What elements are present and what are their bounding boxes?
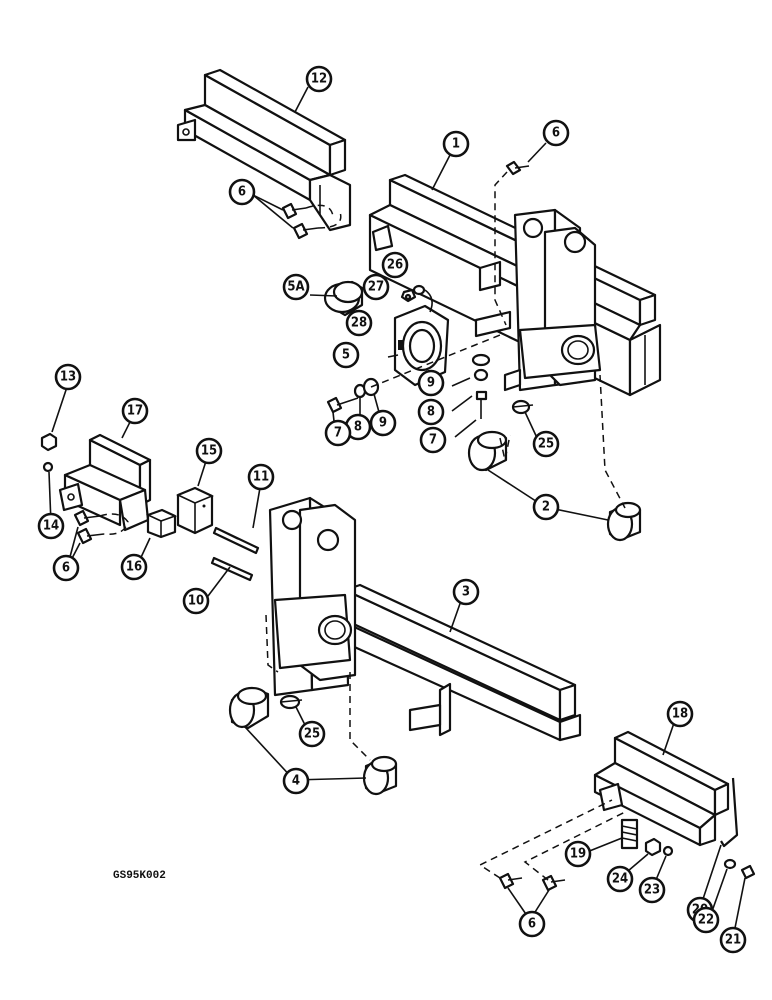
- svg-text:14: 14: [43, 519, 59, 534]
- svg-text:15: 15: [201, 444, 217, 459]
- callout-17: 17: [121, 397, 149, 425]
- svg-text:21: 21: [725, 933, 741, 948]
- callout-15: 15: [195, 437, 223, 465]
- part-2-bushings: [467, 374, 642, 542]
- clip-25-upper: [511, 399, 534, 415]
- svg-text:4: 4: [292, 774, 300, 789]
- drawing-code-label: GS95K002: [113, 870, 166, 882]
- callout-25: 25: [532, 430, 560, 458]
- svg-text:9: 9: [379, 416, 387, 431]
- svg-text:19: 19: [570, 847, 586, 862]
- svg-text:27: 27: [368, 280, 384, 295]
- callout-6: 6: [542, 119, 570, 147]
- svg-text:25: 25: [538, 437, 554, 452]
- callout-3: 3: [452, 578, 480, 606]
- part-3-lower-axle-beam: [265, 496, 582, 761]
- callout-26: 26: [381, 251, 409, 279]
- part-5-flange-bearing: [393, 304, 450, 387]
- callout-16: 16: [120, 553, 148, 581]
- svg-text:6: 6: [238, 185, 246, 200]
- svg-text:1: 1: [452, 137, 460, 152]
- svg-text:10: 10: [188, 594, 204, 609]
- svg-text:17: 17: [127, 404, 143, 419]
- part-12-extension-beam: [176, 68, 352, 232]
- svg-text:28: 28: [351, 316, 367, 331]
- part-5a-bushing: [323, 280, 364, 317]
- callout-9: 9: [369, 409, 397, 437]
- clip-25-lower: [279, 694, 303, 710]
- callout-18: 18: [666, 700, 694, 728]
- callout-21: 21: [719, 926, 747, 954]
- callout-10: 10: [182, 587, 210, 615]
- svg-text:23: 23: [644, 883, 660, 898]
- callout-4: 4: [282, 767, 310, 795]
- washer-22-and-bolt-21: [723, 858, 756, 880]
- part-17-carrier: [58, 433, 152, 532]
- washer-23: [662, 845, 674, 857]
- callout-19: 19: [564, 840, 592, 868]
- svg-text:7: 7: [429, 433, 437, 448]
- nut-14: [42, 461, 54, 473]
- callout-6: 6: [518, 910, 546, 938]
- callout-1: 1: [442, 130, 470, 158]
- svg-text:8: 8: [427, 405, 435, 420]
- svg-text:6: 6: [552, 126, 560, 141]
- svg-text:11: 11: [253, 470, 269, 485]
- svg-text:7: 7: [334, 426, 342, 441]
- callout-27: 27: [362, 273, 390, 301]
- callout-8: 8: [417, 398, 445, 426]
- callout-25: 25: [298, 720, 326, 748]
- callout-6: 6: [52, 554, 80, 582]
- upper-hardware-26-27-28: [400, 284, 433, 313]
- svg-text:24: 24: [612, 872, 628, 887]
- callout-24: 24: [606, 865, 634, 893]
- callout-11: 11: [247, 463, 275, 491]
- callout-28: 28: [345, 309, 373, 337]
- callout-9: 9: [417, 369, 445, 397]
- callout-7: 7: [419, 426, 447, 454]
- callout-7: 7: [324, 419, 352, 447]
- part-18-carrier: [593, 730, 739, 848]
- svg-text:6: 6: [528, 917, 536, 932]
- svg-text:6: 6: [62, 561, 70, 576]
- rods-10-11: [210, 526, 260, 582]
- bolts-6-upper: [281, 202, 342, 240]
- callout-5a: 5A: [282, 273, 310, 301]
- block-15: [176, 486, 214, 535]
- svg-text:26: 26: [387, 258, 403, 273]
- svg-text:5A: 5A: [287, 280, 304, 295]
- svg-text:18: 18: [672, 707, 688, 722]
- bolts-7-with-washers: [326, 334, 501, 419]
- callout-22: 22: [692, 906, 720, 934]
- svg-text:25: 25: [304, 727, 320, 742]
- callout-6: 6: [228, 178, 256, 206]
- bolts-6-left: [73, 509, 129, 545]
- callout-14: 14: [37, 512, 65, 540]
- nut-24: [644, 837, 662, 857]
- callout-5: 5: [332, 341, 360, 369]
- svg-text:13: 13: [60, 370, 76, 385]
- bolts-6-lower: [478, 799, 626, 892]
- callout-2: 2: [532, 493, 560, 521]
- block-16: [145, 508, 178, 539]
- part-1-upper-axle-beam: [368, 173, 662, 397]
- svg-text:12: 12: [311, 72, 327, 87]
- svg-text:5: 5: [342, 348, 350, 363]
- svg-text:8: 8: [354, 420, 362, 435]
- bolt-6-top-right: [494, 160, 530, 326]
- nut-13: [40, 432, 58, 452]
- callout-13: 13: [54, 363, 82, 391]
- callout-12: 12: [305, 65, 333, 93]
- svg-text:3: 3: [462, 585, 470, 600]
- svg-text:22: 22: [698, 913, 714, 928]
- spring-19: [620, 818, 639, 850]
- svg-text:9: 9: [427, 376, 435, 391]
- svg-text:16: 16: [126, 560, 142, 575]
- callout-23: 23: [638, 876, 666, 904]
- svg-text:2: 2: [542, 500, 550, 515]
